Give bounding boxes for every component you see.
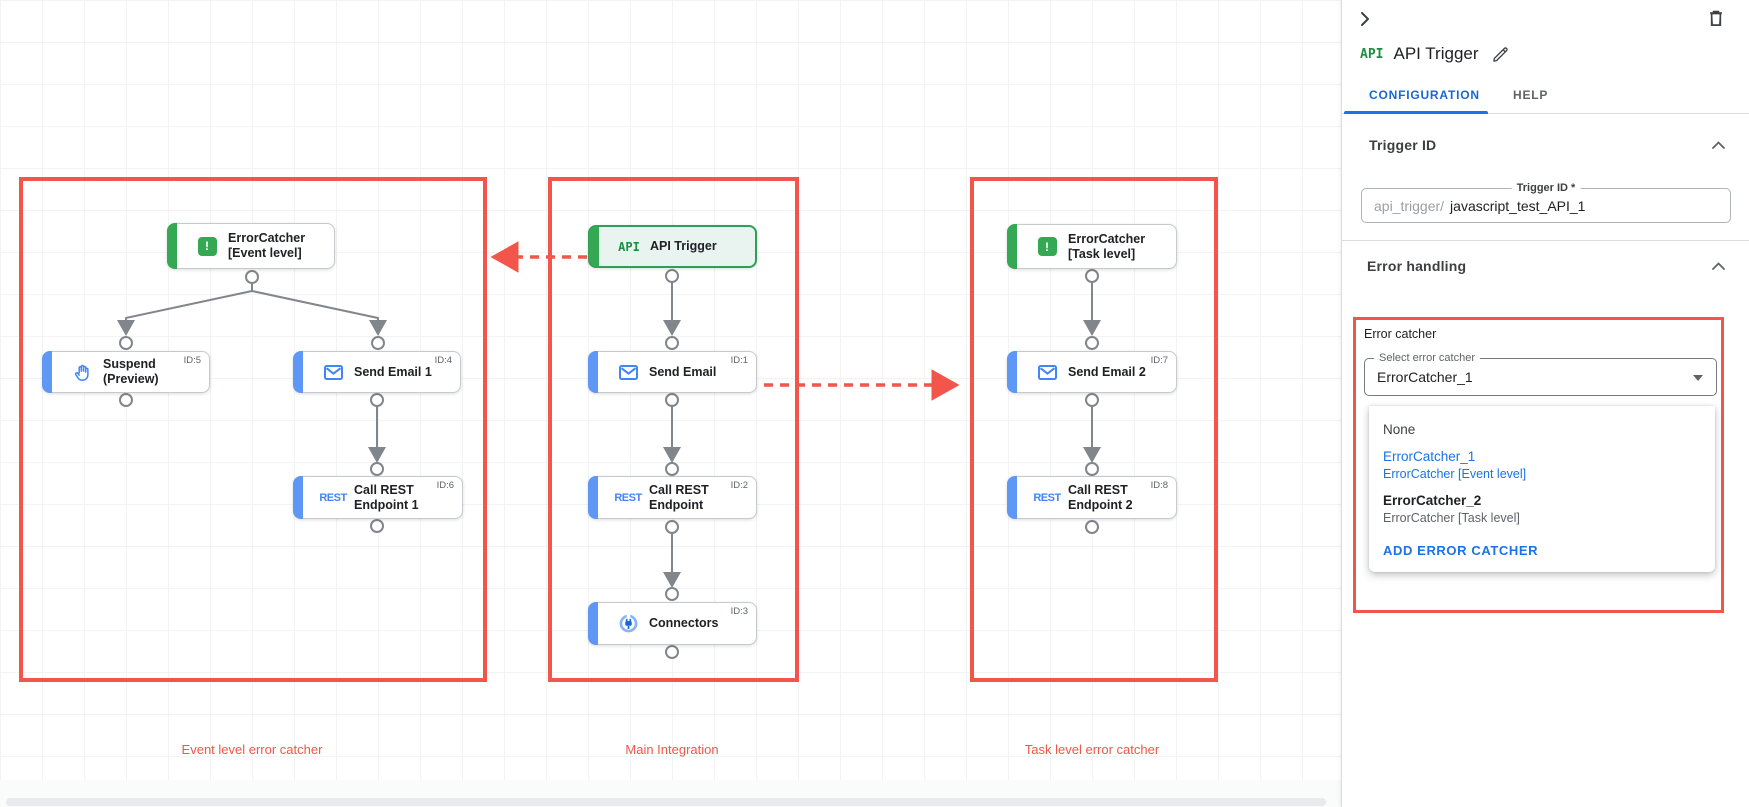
chevron-up-icon bbox=[1711, 262, 1725, 270]
node-accent-bar bbox=[293, 476, 303, 519]
menu-option-none[interactable]: None bbox=[1383, 422, 1416, 437]
node-id-badge: ID:5 bbox=[183, 355, 201, 366]
dropdown-caret-icon bbox=[1693, 375, 1703, 381]
node-id-badge: ID:7 bbox=[1150, 355, 1168, 366]
active-tab-underline bbox=[1344, 111, 1488, 114]
node-accent-bar bbox=[1007, 476, 1017, 519]
error-catcher-highlight-frame: Error catcher Select error catcher Error… bbox=[1353, 317, 1724, 613]
horizontal-scrollbar[interactable] bbox=[6, 798, 1326, 806]
panel-tabs: CONFIGURATION HELP bbox=[1342, 78, 1749, 114]
error-catcher-icon: ! bbox=[197, 236, 217, 256]
node-label: ErrorCatcher[Task level] bbox=[1068, 231, 1146, 261]
panel-title: API Trigger bbox=[1393, 44, 1479, 63]
node-accent-bar bbox=[588, 602, 598, 645]
node-label: ErrorCatcher[Event level] bbox=[228, 231, 306, 260]
trigger-id-value[interactable]: javascript_test_API_1 bbox=[1450, 197, 1586, 214]
error-catcher-select[interactable]: Select error catcher ErrorCatcher_1 bbox=[1364, 352, 1717, 396]
node-accent-bar bbox=[293, 351, 303, 393]
delete-trigger-button[interactable] bbox=[1705, 9, 1727, 31]
chevron-right-icon bbox=[1357, 11, 1373, 32]
node-id-badge: ID:1 bbox=[730, 355, 748, 366]
node-accent-bar bbox=[42, 351, 52, 393]
connector-icon bbox=[619, 614, 637, 633]
node-accent-bar bbox=[1007, 351, 1017, 393]
node-accent-bar bbox=[588, 351, 598, 393]
trigger-id-field[interactable]: Trigger ID * api_trigger/ javascript_tes… bbox=[1361, 182, 1731, 223]
trigger-id-prefix: api_trigger/ bbox=[1374, 197, 1445, 214]
collapse-trigger-id-button[interactable] bbox=[1709, 136, 1727, 154]
node-send-email[interactable]: Send Email ID:1 bbox=[588, 351, 757, 393]
node-label: Send Email 2 bbox=[1068, 364, 1146, 379]
add-error-catcher-button[interactable]: ADD ERROR CATCHER bbox=[1383, 543, 1539, 558]
node-id-badge: ID:2 bbox=[730, 480, 748, 491]
node-errorcatcher-task[interactable]: ! ErrorCatcher[Task level] bbox=[1007, 224, 1177, 269]
group-caption-task: Task level error catcher bbox=[1024, 742, 1160, 757]
edit-title-button[interactable] bbox=[1491, 44, 1511, 64]
collapse-panel-button[interactable] bbox=[1354, 10, 1376, 32]
trigger-id-field-label: Trigger ID * bbox=[1511, 182, 1581, 194]
collapse-error-handling-button[interactable] bbox=[1709, 257, 1727, 275]
integration-canvas[interactable]: Event level error catcher Main Integratio… bbox=[0, 0, 1341, 807]
node-api-trigger[interactable]: API API Trigger bbox=[588, 225, 757, 268]
error-catcher-select-label: Select error catcher bbox=[1374, 352, 1480, 364]
node-accent-bar bbox=[589, 226, 599, 267]
error-catcher-icon: ! bbox=[1037, 237, 1057, 256]
node-label: Connectors bbox=[649, 616, 719, 631]
node-id-badge: ID:8 bbox=[1150, 480, 1168, 491]
rest-icon: REST bbox=[614, 491, 642, 504]
section-divider bbox=[1342, 240, 1749, 241]
tab-help[interactable]: HELP bbox=[1513, 88, 1549, 102]
node-accent-bar bbox=[588, 476, 598, 519]
node-label: API Trigger bbox=[650, 239, 717, 254]
rest-icon: REST bbox=[319, 491, 347, 504]
node-errorcatcher-event[interactable]: ! ErrorCatcher[Event level] bbox=[167, 223, 335, 269]
error-handling-section-title: Error handling bbox=[1367, 258, 1467, 274]
rest-icon: REST bbox=[1033, 491, 1061, 504]
group-caption-event: Event level error catcher bbox=[181, 742, 323, 757]
node-accent-bar bbox=[1007, 224, 1017, 269]
trigger-id-section-title: Trigger ID bbox=[1369, 137, 1437, 153]
node-id-badge: ID:6 bbox=[436, 480, 454, 491]
mail-icon bbox=[323, 364, 343, 380]
panel-title-row: API API Trigger bbox=[1342, 40, 1749, 64]
chevron-up-icon bbox=[1711, 141, 1725, 149]
node-send-email-2[interactable]: Send Email 2 ID:7 bbox=[1007, 351, 1177, 393]
tab-configuration[interactable]: CONFIGURATION bbox=[1369, 88, 1480, 102]
mail-icon bbox=[1037, 364, 1057, 380]
error-catcher-label: Error catcher bbox=[1364, 327, 1437, 341]
node-connectors[interactable]: Connectors ID:3 bbox=[588, 602, 757, 645]
edges-layer bbox=[117, 241, 1101, 659]
group-caption-main: Main Integration bbox=[625, 742, 719, 757]
node-label: Send Email bbox=[649, 364, 717, 379]
pencil-icon bbox=[1493, 46, 1508, 62]
error-handling-section-header: Error handling bbox=[1342, 257, 1749, 275]
config-panel: API API Trigger CONFIGURATION HELP Trigg… bbox=[1341, 0, 1749, 807]
node-accent-bar bbox=[167, 223, 177, 269]
node-label: Suspend(Preview) bbox=[103, 357, 159, 386]
panel-topbar bbox=[1342, 0, 1749, 40]
trash-icon bbox=[1708, 9, 1724, 32]
api-badge: API bbox=[1360, 46, 1384, 62]
node-suspend[interactable]: Suspend(Preview) ID:5 bbox=[42, 351, 210, 393]
hand-icon bbox=[74, 364, 89, 381]
mail-icon bbox=[618, 364, 638, 380]
node-id-badge: ID:3 bbox=[730, 606, 748, 617]
error-catcher-select-value: ErrorCatcher_1 bbox=[1377, 369, 1473, 385]
api-icon: API bbox=[618, 239, 640, 254]
trigger-id-section-header: Trigger ID bbox=[1342, 136, 1749, 154]
node-label: Send Email 1 bbox=[354, 364, 432, 379]
node-id-badge: ID:4 bbox=[434, 355, 452, 366]
